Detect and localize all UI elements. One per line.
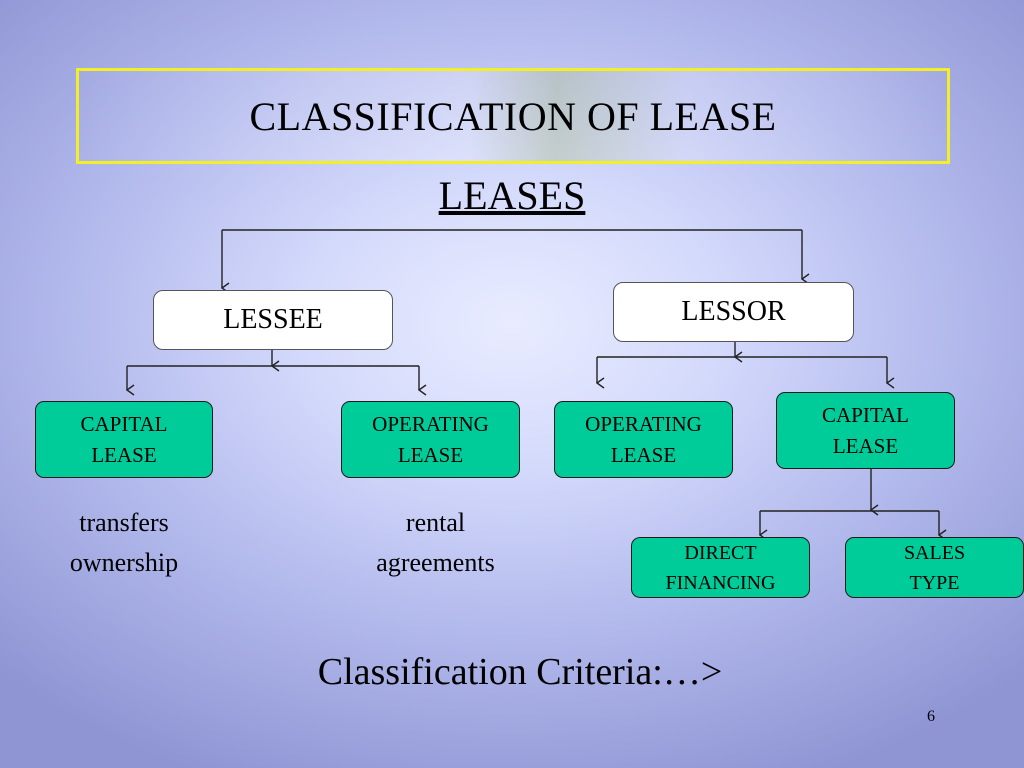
- node-lessee-operating-lease-label: OPERATING LEASE: [372, 411, 489, 467]
- node-direct-financing: DIRECT FINANCING: [631, 537, 810, 598]
- node-sales-type-label: SALES TYPE: [903, 541, 966, 594]
- node-lessor-capital-lease: CAPITAL LEASE: [776, 392, 955, 469]
- classification-criteria-text: Classification Criteria:…>: [317, 651, 723, 693]
- node-sales-type: SALES TYPE: [845, 537, 1024, 598]
- node-lessee: LESSEE: [153, 290, 393, 350]
- node-lessee-operating-lease: OPERATING LEASE: [341, 401, 520, 478]
- node-lessor-operating-lease: OPERATING LEASE: [554, 401, 733, 478]
- node-lessee-capital-lease-label: CAPITAL LEASE: [80, 411, 168, 467]
- caption-transfers-ownership: transfers ownership: [69, 508, 179, 577]
- node-lessor-operating-lease-label: OPERATING LEASE: [585, 411, 702, 467]
- node-lessor-capital-lease-label: CAPITAL LEASE: [822, 402, 909, 458]
- title-box: CLASSIFICATION OF LEASE: [76, 68, 950, 164]
- page-number: 6: [927, 708, 935, 725]
- node-direct-financing-label: DIRECT FINANCING: [665, 541, 776, 594]
- node-lessee-label: LESSEE: [223, 304, 323, 335]
- caption-rental-agreements: rental agreements: [376, 508, 495, 577]
- node-lessee-capital-lease: CAPITAL LEASE: [35, 401, 213, 478]
- root-node-leases: LEASES: [438, 173, 586, 218]
- slide-title: CLASSIFICATION OF LEASE: [249, 94, 777, 139]
- node-lessor: LESSOR: [613, 282, 854, 342]
- node-lessor-label: LESSOR: [681, 296, 786, 327]
